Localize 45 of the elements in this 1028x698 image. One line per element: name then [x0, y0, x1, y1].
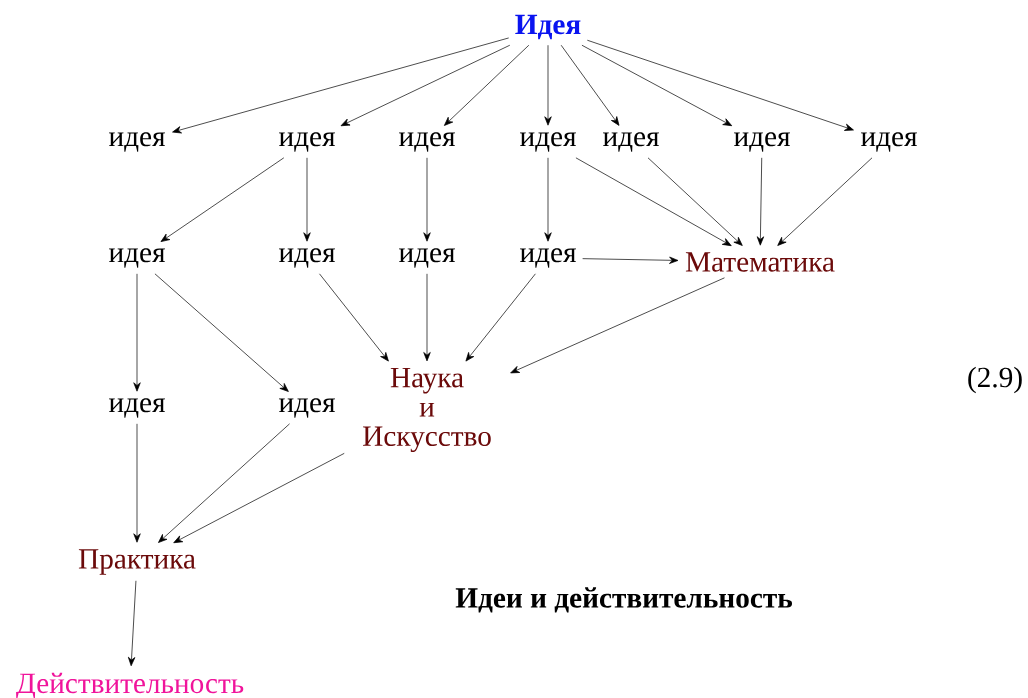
field-label: Наука и Искусство [363, 367, 491, 453]
idea-label: идея [279, 398, 335, 418]
arrow [173, 453, 345, 544]
arrow [560, 44, 620, 126]
arrow [340, 44, 511, 127]
arrow [647, 157, 743, 246]
arrow [158, 423, 290, 543]
arrow [586, 39, 854, 131]
arrow [423, 157, 431, 242]
arrow [582, 256, 679, 264]
arrow [575, 157, 732, 247]
arrow [128, 580, 137, 667]
arrow [544, 44, 552, 126]
arrow [510, 277, 725, 374]
idea-label: идея [399, 248, 455, 268]
arrow [133, 273, 141, 392]
arrow [544, 157, 552, 242]
arrow [133, 423, 141, 543]
equation-number: (2.9) [968, 366, 1022, 394]
idea-label: идея [520, 248, 576, 268]
root-idea-label: Идея [515, 14, 581, 40]
arrow [303, 157, 311, 242]
arrow [160, 157, 285, 242]
arrow [465, 273, 536, 362]
arrow [444, 44, 530, 126]
arrow [172, 37, 510, 134]
idea-label: идея [109, 248, 165, 268]
idea-label: идея [734, 132, 790, 152]
arrow [154, 273, 289, 392]
idea-label: идея [279, 248, 335, 268]
idea-label: идея [520, 132, 576, 152]
idea-label: идея [109, 398, 165, 418]
arrow [581, 44, 733, 127]
idea-label: идея [861, 132, 917, 152]
field-label: Практика [78, 549, 196, 575]
arrow [319, 273, 389, 362]
arrow [756, 157, 765, 246]
idea-label: идея [109, 132, 165, 152]
field-label: Математика [685, 252, 835, 272]
idea-label: идея [603, 132, 659, 152]
idea-label: идея [279, 132, 335, 152]
arrow [423, 273, 431, 362]
arrow [777, 157, 873, 246]
caption: Идеи и действительность [455, 587, 792, 613]
idea-label: идея [399, 132, 455, 152]
